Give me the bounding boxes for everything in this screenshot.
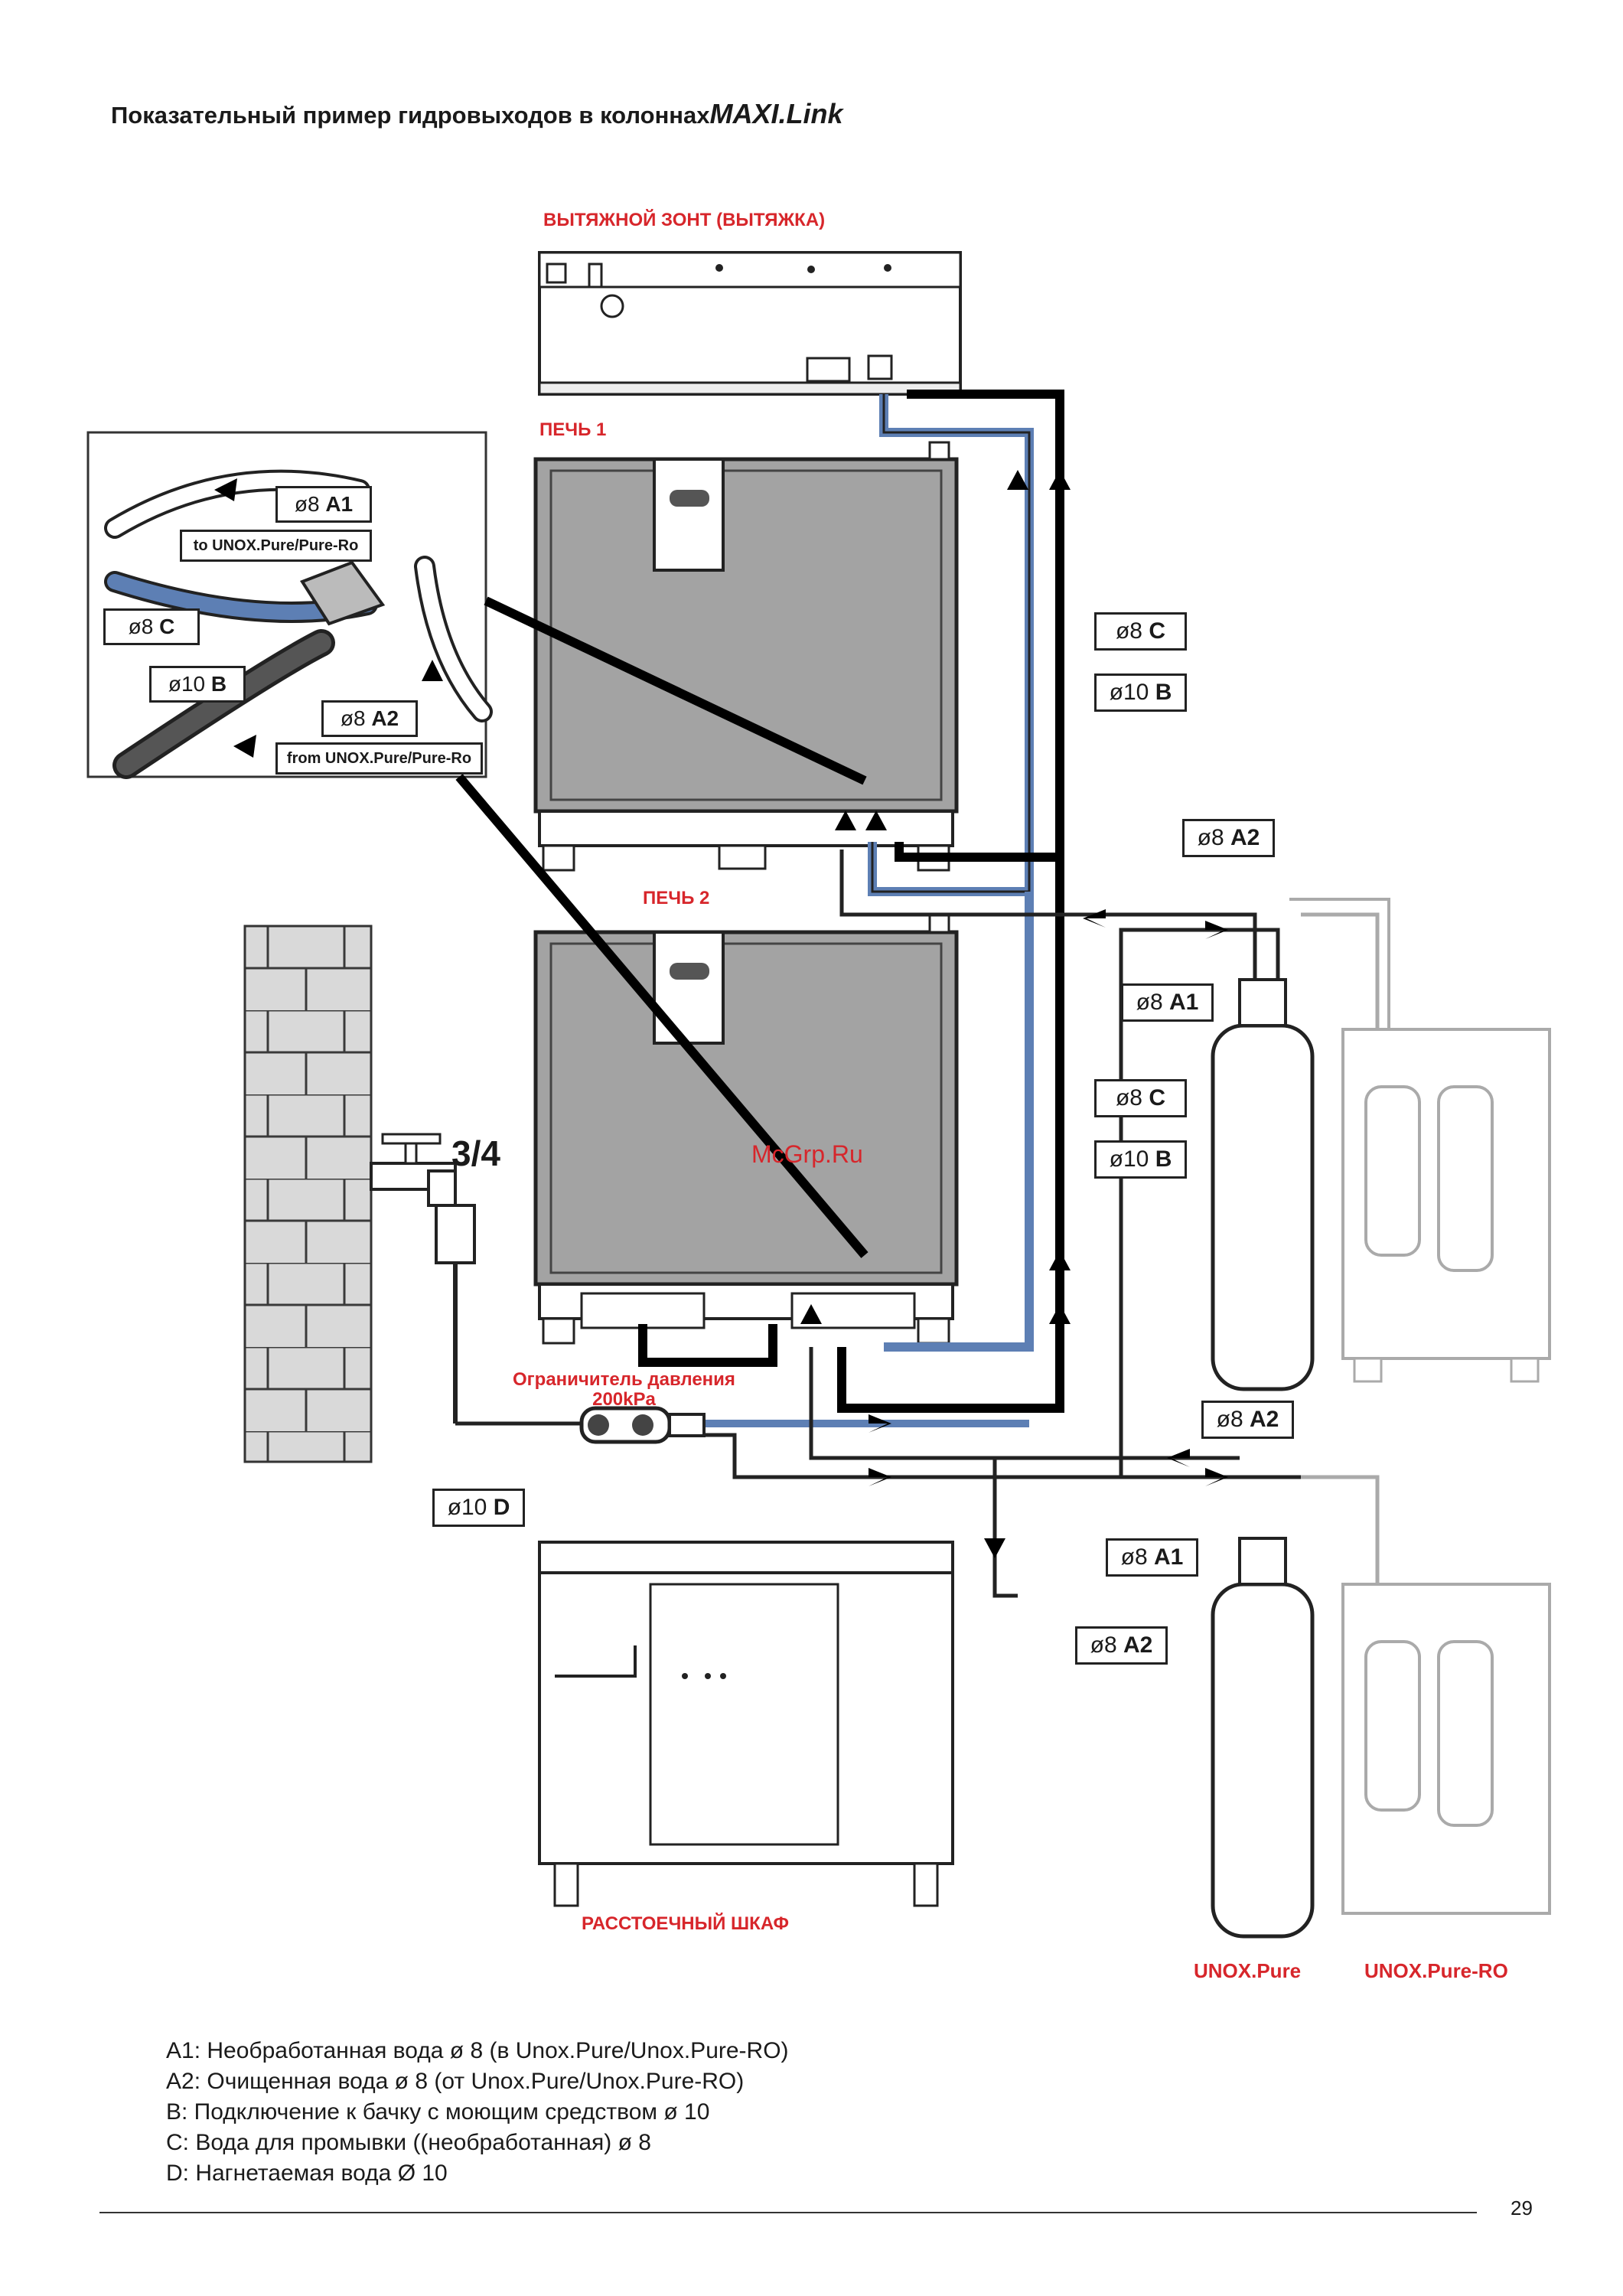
tag-a2-lower-code: A2	[1250, 1407, 1279, 1432]
legend-a1: A1: Необработанная вода ø 8 (в Unox.Pure…	[166, 2038, 789, 2063]
inset-tag-a1: ø8 A1	[275, 486, 372, 523]
tag-b-upper-code: B	[1155, 680, 1172, 705]
hood-unit	[538, 251, 962, 396]
proofer-label: РАССТОЕЧНЫЙ ШКАФ	[582, 1913, 790, 1934]
inset-from-unox-label: from UNOX.Pure/Pure-Ro	[275, 742, 483, 775]
inset-to-unox-label: to UNOX.Pure/Pure-Ro	[180, 530, 372, 562]
tag-a2-upper-dia: ø8	[1197, 825, 1224, 850]
tag-d-main: ø10 D	[432, 1489, 525, 1527]
tag-b-upper: ø10 B	[1094, 673, 1187, 712]
tag-a1-upper-dia: ø8	[1136, 990, 1163, 1015]
faucet	[370, 1133, 476, 1424]
tag-b-lower: ø10 B	[1094, 1140, 1187, 1179]
tag-c-upper: ø8 C	[1094, 612, 1187, 651]
pressure-limiter-label-line2: 200kPa	[592, 1389, 656, 1410]
watermark: McGrp.Ru	[751, 1140, 863, 1168]
page-title-text: Показательный пример гидровыходов в коло…	[111, 102, 710, 129]
unox-pure-filter-lower	[1211, 1537, 1315, 1939]
oven-1-label: ПЕЧЬ 1	[539, 419, 607, 440]
oven-2-unit	[533, 914, 959, 1345]
tag-c-upper-code: C	[1149, 618, 1166, 644]
inset-tag-a2-code: A2	[371, 706, 399, 730]
tag-a1-upper: ø8 A1	[1121, 983, 1214, 1022]
faucet-size-label: 3/4	[451, 1133, 500, 1173]
tag-c-lower: ø8 C	[1094, 1079, 1187, 1117]
tag-a2-proofer-dia: ø8	[1090, 1632, 1117, 1658]
unox-pure-filter-upper	[1211, 978, 1315, 1391]
tag-a1-lower-code: A1	[1154, 1544, 1184, 1570]
unox-pure-ro-upper	[1341, 1028, 1551, 1383]
legend-a2: A2: Очищенная вода ø 8 (от Unox.Pure/Uno…	[166, 2069, 745, 2094]
tag-a2-proofer: ø8 A2	[1075, 1626, 1168, 1665]
tag-c-lower-dia: ø8	[1115, 1085, 1142, 1110]
pressure-limiter-label-line1: Ограничитель давления	[513, 1369, 735, 1390]
tag-b-lower-dia: ø10	[1109, 1146, 1149, 1172]
inset-tag-a1-code: A1	[325, 492, 354, 516]
tag-a2-proofer-code: A2	[1123, 1632, 1153, 1658]
inset-tag-c-code: C	[159, 615, 175, 638]
legend-b: B: Подключение к бачку с моющим средство…	[166, 2099, 710, 2125]
inset-tag-a2: ø8 A2	[321, 700, 418, 737]
inset-tag-c: ø8 C	[103, 608, 200, 645]
inset-tag-b-dia: ø10	[168, 672, 206, 696]
unox-pure-ro-lower	[1341, 1583, 1551, 1915]
pressure-limiter	[579, 1406, 706, 1444]
legend-c: C: Вода для промывки ((необработанная) ø…	[166, 2130, 651, 2155]
oven-2-label: ПЕЧЬ 2	[643, 888, 710, 908]
legend-d: D: Нагнетаемая вода Ø 10	[166, 2161, 448, 2186]
unox-pure-label: UNOX.Pure	[1194, 1959, 1302, 1982]
brick-wall	[243, 925, 373, 1463]
tag-b-lower-code: B	[1155, 1146, 1172, 1172]
page-title: Показательный пример гидровыходов в коло…	[111, 98, 843, 130]
tag-c-lower-code: C	[1149, 1085, 1166, 1110]
tag-a2-lower-dia: ø8	[1216, 1407, 1243, 1432]
inset-tag-b-code: B	[210, 672, 227, 696]
inset-tag-a2-dia: ø8	[340, 706, 366, 730]
inset-tag-b: ø10 B	[149, 666, 246, 703]
tag-b-upper-dia: ø10	[1109, 680, 1149, 705]
inset-tag-c-dia: ø8	[128, 615, 154, 638]
tag-c-upper-dia: ø8	[1115, 618, 1142, 644]
hood-label: ВЫТЯЖНОЙ ЗОНТ (ВЫТЯЖКА)	[543, 210, 826, 230]
proofer-cabinet	[538, 1541, 954, 1907]
pressure-limiter-label: Ограничитель давления 200kPa	[513, 1370, 735, 1410]
unox-pure-ro-label: UNOX.Pure-RO	[1364, 1959, 1508, 1982]
tag-a1-lower-dia: ø8	[1120, 1544, 1148, 1570]
pipe-network	[455, 390, 1390, 1598]
flow-arrows	[800, 470, 1228, 1558]
page-title-brand: MAXI.Link	[709, 98, 843, 129]
tag-a2-upper: ø8 A2	[1182, 819, 1275, 857]
legend: A1: Необработанная вода ø 8 (в Unox.Pure…	[166, 2036, 789, 2189]
footer-rule	[99, 2212, 1477, 2213]
tag-d-main-code: D	[493, 1495, 510, 1520]
inset-tag-a1-dia: ø8	[294, 492, 320, 516]
page-number: 29	[1511, 2197, 1533, 2219]
inset-detail-box	[86, 431, 869, 1258]
tag-a2-lower: ø8 A2	[1201, 1401, 1294, 1439]
tag-a1-lower: ø8 A1	[1106, 1538, 1198, 1577]
oven-1-unit	[533, 441, 959, 872]
tag-a2-upper-code: A2	[1230, 825, 1260, 850]
tag-a1-upper-code: A1	[1169, 990, 1199, 1015]
tag-d-main-dia: ø10	[447, 1495, 487, 1520]
